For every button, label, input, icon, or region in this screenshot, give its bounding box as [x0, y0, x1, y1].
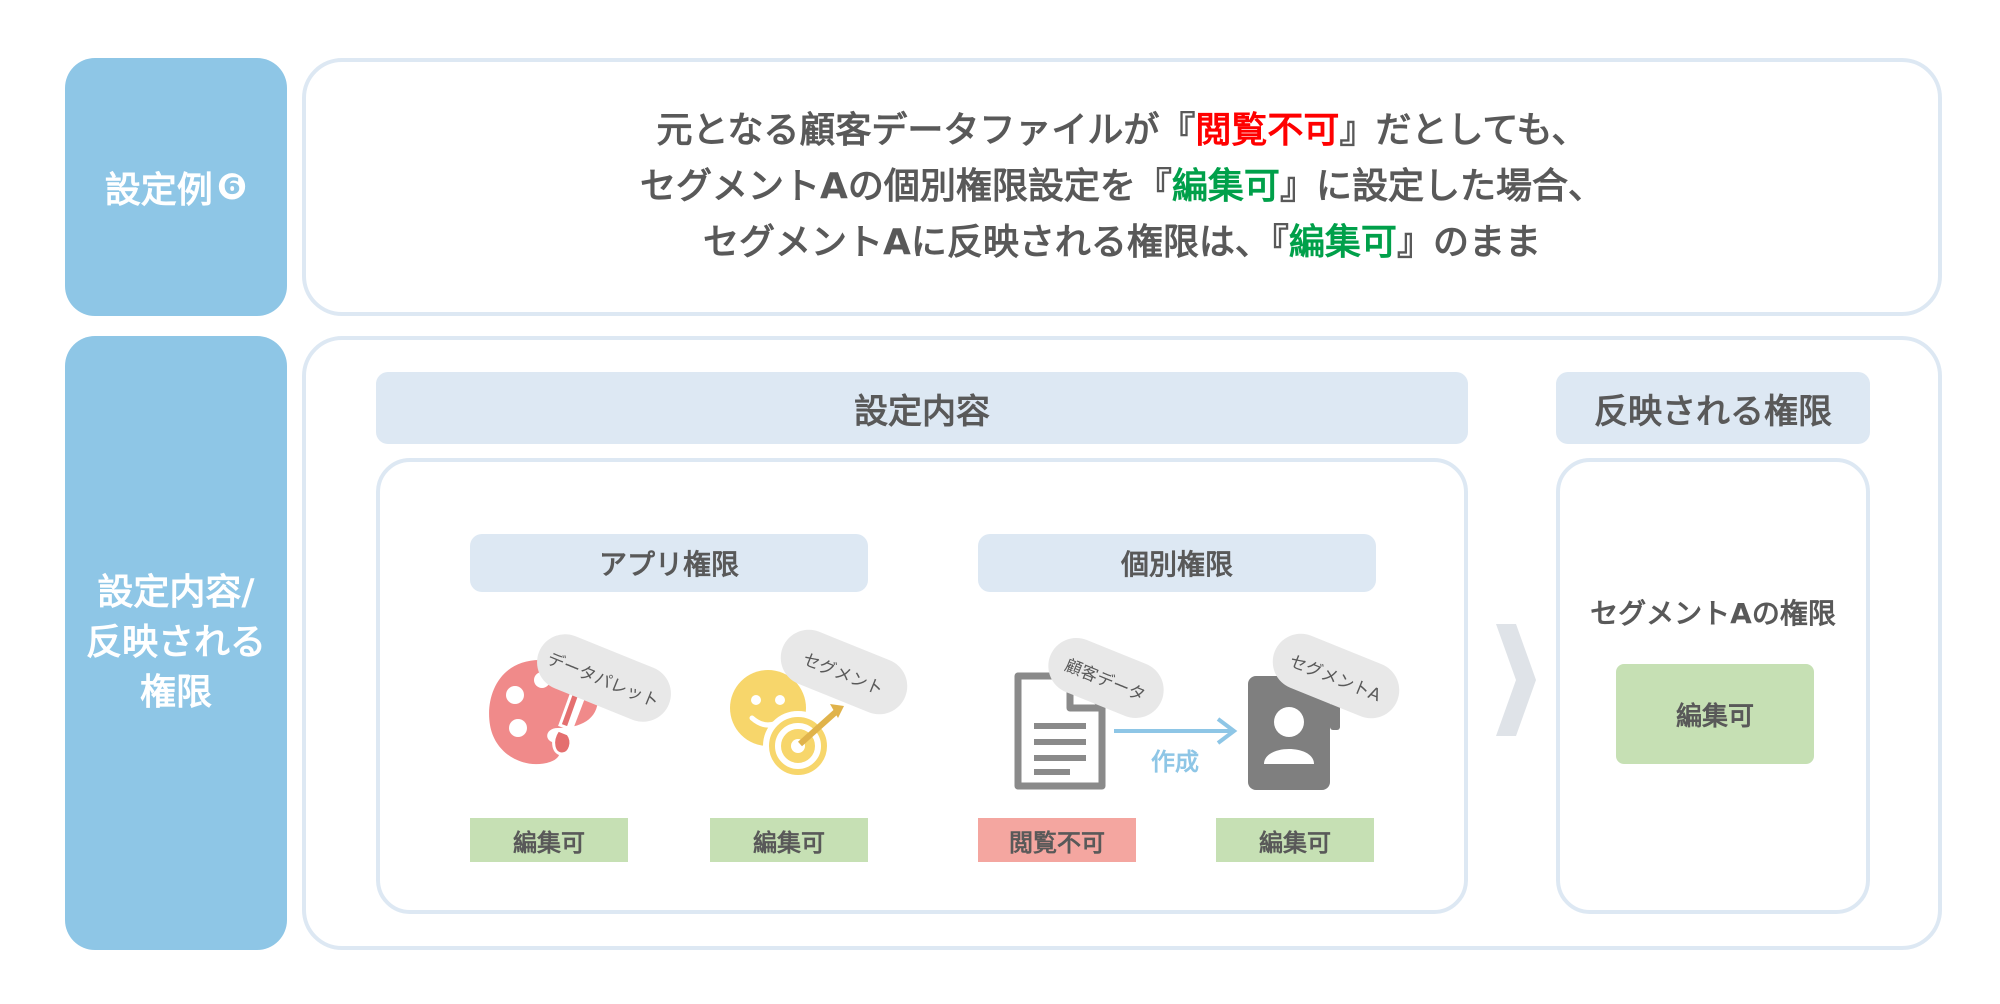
segment-a-permission: 編集可: [1216, 818, 1374, 862]
headline-line-3: セグメントAに反映される権限は、『編集可』のまま: [703, 222, 1541, 263]
customer-data-permission: 閲覧不可: [978, 818, 1136, 862]
target-smile-icon: [730, 670, 844, 781]
chevron-right-icon: [1496, 624, 1536, 736]
settings-label-line-1: 設定内容/: [97, 572, 255, 613]
individual-permission-header: 個別権限: [978, 534, 1376, 592]
headline-em-view-denied: 閲覧不可: [1195, 110, 1340, 151]
result-title: セグメントAの権限: [1590, 597, 1836, 630]
headline-line-1: 元となる顧客データファイルが『閲覧不可』だとしても、: [656, 110, 1588, 151]
headline-panel: [302, 58, 1942, 316]
headline: 元となる顧客データファイルが『閲覧不可』だとしても、 セグメントAの個別権限設定…: [302, 60, 1942, 314]
settings-label-line-3: 権限: [139, 672, 212, 713]
create-arrow-label: 作成: [1151, 748, 1199, 776]
app-permission-header: アプリ権限: [470, 534, 868, 592]
create-arrow-icon: [1114, 717, 1238, 745]
app-data-palette-permission: 編集可: [470, 818, 628, 862]
settings-label-line-2: 反映される: [85, 622, 266, 663]
contact-book-icon: [1248, 676, 1340, 790]
app-segment-permission: 編集可: [710, 818, 868, 862]
headline-em-editable-2: 編集可: [1288, 222, 1397, 263]
result-permission: 編集可: [1616, 664, 1814, 764]
settings-label-box: 設定内容/ 反映される 権限: [65, 336, 287, 950]
result-header: 反映される権限: [1556, 372, 1870, 444]
headline-em-editable-1: 編集可: [1171, 166, 1280, 207]
example-number: ❻: [216, 166, 248, 208]
headline-line-2: セグメントAの個別権限設定を『編集可』に設定した場合、: [640, 166, 1604, 207]
example-label: 設定例: [104, 170, 213, 211]
document-icon: [1014, 672, 1106, 790]
settings-header: 設定内容: [376, 372, 1468, 444]
